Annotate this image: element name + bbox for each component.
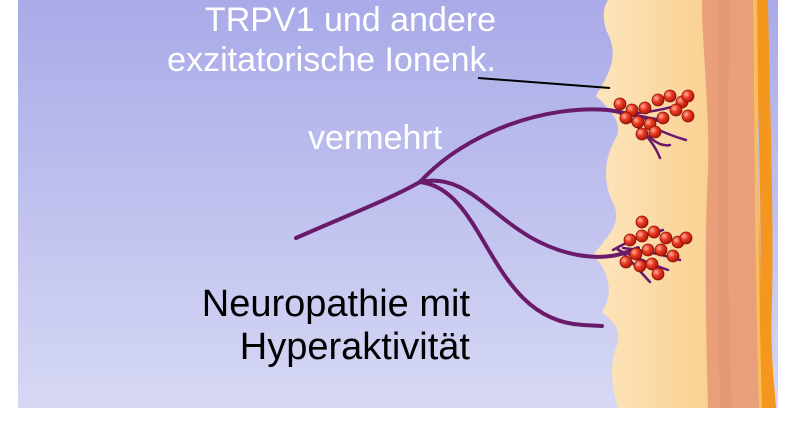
diagram-canvas: TRPV1 und andere exzitatorische Ionenk. … — [18, 0, 778, 408]
label-neuropathy-line2: Hyperaktivität — [78, 326, 470, 369]
label-increased: vermehrt — [308, 118, 442, 158]
label-neuropathy-line1: Neuropathie mit — [78, 283, 470, 326]
label-ion-channels-line1: TRPV1 und andere — [66, 0, 496, 40]
label-ion-channels: TRPV1 und andere exzitatorische Ionenk. — [66, 0, 496, 80]
label-ion-channels-line2: exzitatorische Ionenk. — [66, 40, 496, 80]
label-neuropathy: Neuropathie mit Hyperaktivität — [78, 283, 470, 369]
